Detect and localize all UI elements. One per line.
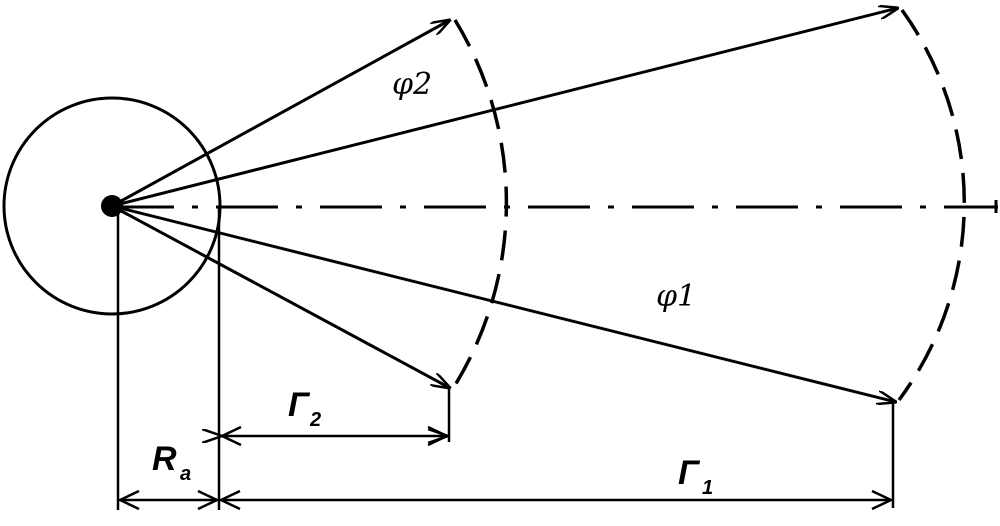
gamma2-subscript: 2 [309, 409, 321, 431]
gamma1-arrow-left [218, 489, 241, 511]
phi2-label: φ2 [392, 67, 432, 102]
ray-lower-outer [111, 204, 896, 402]
ray-upper-inner [111, 20, 450, 208]
ray-lower-inner [111, 204, 450, 388]
ra-label: R [152, 440, 177, 478]
gamma2-label: Г [288, 386, 311, 424]
gamma2-arrow-right [427, 425, 450, 447]
ra-arrow-left [117, 489, 140, 511]
gamma1-arrow-right [871, 489, 894, 511]
ra-arrow-right [197, 489, 220, 511]
gamma2-arrow-left [219, 425, 242, 447]
inner-dashed-arc [450, 19, 509, 391]
gamma1-label: Г [678, 454, 701, 492]
outer-dashed-arc [897, 8, 967, 402]
ra-subscript: a [180, 463, 191, 485]
phi1-label: φ1 [656, 279, 696, 314]
gamma1-subscript: 1 [702, 477, 713, 499]
ray-upper-outer [111, 8, 898, 208]
